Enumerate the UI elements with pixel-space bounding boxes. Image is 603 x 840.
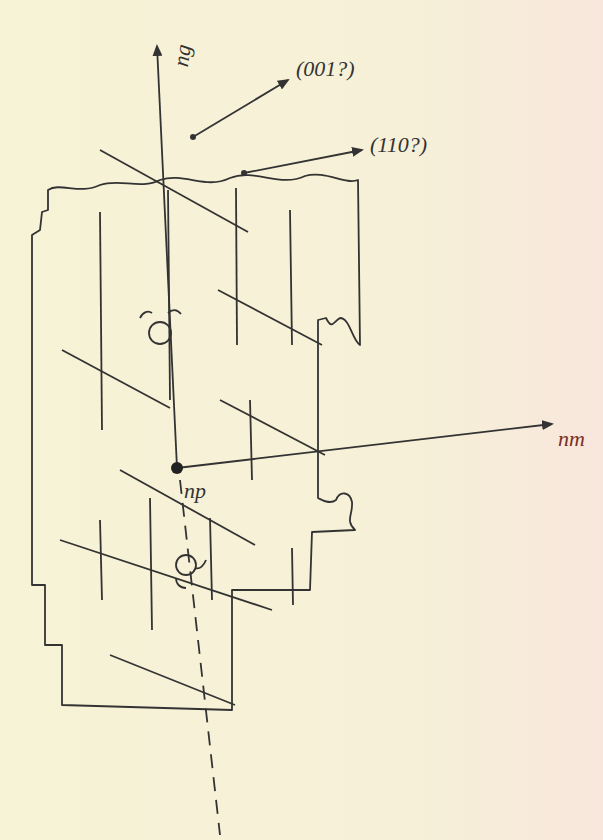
- axis-label: np: [184, 480, 206, 502]
- axis-label: ng: [170, 43, 195, 68]
- axis-label: nm: [558, 428, 585, 450]
- plane-label: (110?): [370, 134, 427, 156]
- plane-label: (001?): [296, 58, 355, 80]
